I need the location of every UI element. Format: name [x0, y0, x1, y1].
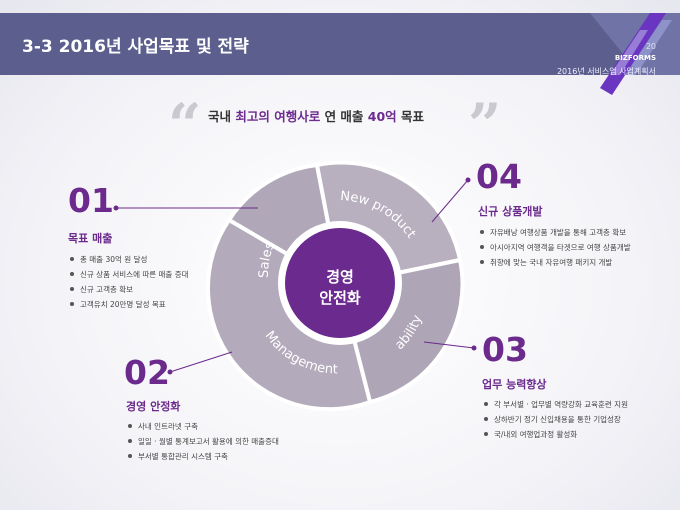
- connector-dot-04: [465, 177, 471, 183]
- section-title-02: 경영 안정화: [126, 400, 181, 413]
- list-item: 신규 상품 서비스에 따른 매출 증대: [70, 267, 189, 282]
- connector-line-02: [169, 351, 233, 373]
- section-title-01: 목표 매출: [68, 232, 113, 245]
- section-number-04: 04: [476, 157, 522, 196]
- headline-part3: 목표: [396, 109, 425, 124]
- page-title: 3-3 2016년 사업목표 및 전략: [22, 37, 249, 57]
- connector-dot-01: [113, 205, 119, 211]
- list-item: 상하반기 정기 신입채용을 통한 기업성장: [484, 412, 628, 427]
- section-bullets-03: 각 부서별 · 업무별 역량강화 교육훈련 지원 상하반기 정기 신입채용을 통…: [484, 397, 628, 442]
- center-text-line1: 경영: [326, 268, 354, 286]
- list-item: 일일 · 월별 통계보고서 활용에 의한 매출증대: [128, 434, 279, 449]
- section-bullets-02: 사내 인트라넷 구축 일일 · 월별 통계보고서 활용에 의한 매출증대 부서별…: [128, 419, 279, 464]
- header-bar: [0, 13, 680, 75]
- section-bullets-01: 총 매출 30억 원 달성 신규 상품 서비스에 따른 매출 증대 신규 고객층…: [70, 252, 189, 312]
- list-item: 총 매출 30억 원 달성: [70, 252, 189, 267]
- connector-dot-03: [471, 345, 477, 351]
- list-item: 사내 인트라넷 구축: [128, 419, 279, 434]
- list-item: 각 부서별 · 업무별 역량강화 교육훈련 지원: [484, 397, 628, 412]
- header-decoration: [590, 13, 680, 95]
- headline-highlight-amount: 40억: [367, 109, 397, 124]
- headline-highlight: 최고의 여행사로: [235, 109, 321, 124]
- headline-part1: 국내: [208, 109, 236, 124]
- connector-line-03: [423, 341, 475, 349]
- page-number: 20: [645, 42, 656, 51]
- connector-line-04: [431, 179, 469, 223]
- document-title: 2016년 서비스업 사업계획서: [556, 67, 656, 76]
- brand-label: BIZFORMS: [614, 54, 656, 62]
- list-item: 취향에 맞는 국내 자유여행 패키지 개발: [480, 255, 631, 270]
- section-number-02: 02: [124, 353, 170, 392]
- close-quote-icon: ”: [468, 91, 502, 159]
- section-title-04: 신규 상품개발: [478, 205, 543, 218]
- headline-part2: 연 매출: [320, 109, 368, 124]
- section-title-03: 업무 능력향상: [482, 378, 547, 391]
- center-circle: [285, 228, 395, 338]
- list-item: 아시아지역 여행객을 타겟으로 여행 상품개발: [480, 240, 631, 255]
- section-number-03: 03: [482, 330, 528, 369]
- center-text-line2: 안전화: [319, 289, 361, 307]
- open-quote-icon: “: [168, 91, 202, 159]
- list-item: 부서별 통합관리 시스템 구축: [128, 449, 279, 464]
- headline: 국내 최고의 여행사로 연 매출 40억 목표: [208, 106, 480, 125]
- list-item: 자유배낭 여행상품 개발을 통해 고객층 확보: [480, 225, 631, 240]
- list-item: 국/내외 여행업과정 활성화: [484, 427, 628, 442]
- list-item: 고객유치 20만명 달성 목표: [70, 297, 189, 312]
- section-bullets-04: 자유배낭 여행상품 개발을 통해 고객층 확보 아시아지역 여행객을 타겟으로 …: [480, 225, 631, 270]
- section-number-01: 01: [68, 181, 114, 220]
- list-item: 신규 고객층 확보: [70, 282, 189, 297]
- connector-dot-02: [167, 369, 173, 375]
